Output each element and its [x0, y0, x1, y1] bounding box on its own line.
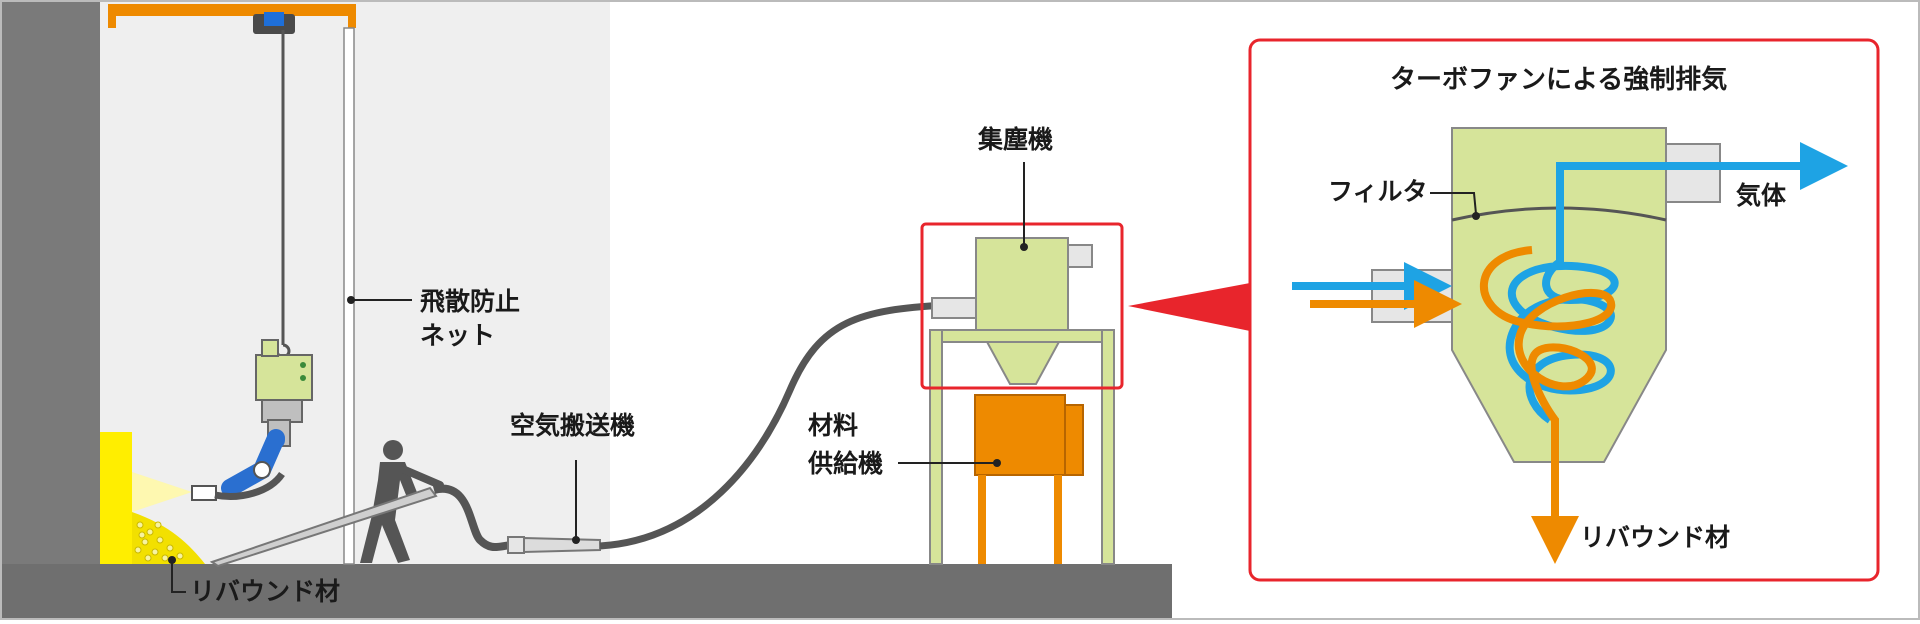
label-material-line1: 材料 — [808, 411, 859, 440]
yellow-panel — [100, 432, 132, 564]
tunnel-wall — [2, 2, 100, 618]
air-conveyor-unit — [507, 536, 601, 554]
leader-dot-net — [347, 296, 355, 304]
label-dust-collector: 集塵機 — [978, 125, 1054, 154]
collector-hose — [599, 301, 946, 550]
material-feeder-unit — [974, 394, 1084, 564]
label-net-line2: ネット — [420, 321, 496, 350]
label-rebound-left: リバウンド材 — [190, 577, 341, 606]
zoom-wedge — [1128, 283, 1250, 331]
leader-dot-air-conveyor — [572, 536, 580, 544]
lance-hose — [432, 484, 516, 551]
leader-dot-material-feeder — [993, 459, 1001, 467]
leader-dot-filter — [1472, 212, 1480, 220]
label-gas: 気体 — [1736, 181, 1787, 210]
leader-dot-rebound-left — [168, 556, 176, 564]
leader-rebound-left — [171, 562, 186, 593]
robot-hose — [214, 471, 285, 500]
material-flow-swirl — [1479, 246, 1616, 564]
label-air-conveyor: 空気搬送機 — [510, 411, 636, 440]
label-material-line2: 供給機 — [808, 449, 884, 478]
rebound-pile — [132, 512, 205, 564]
rebound-pile-dots — [134, 521, 184, 562]
leader-filter — [1430, 192, 1477, 215]
dust-collector-unit — [929, 237, 1115, 565]
worker-silhouette-icon — [360, 440, 444, 563]
spray-lance — [209, 486, 438, 568]
leader-dot-dust-collector — [1020, 243, 1028, 251]
label-rebound-right: リバウンド材 — [1580, 523, 1731, 552]
collector-highlight-frame — [920, 222, 1124, 390]
label-filter: フィルタ — [1328, 177, 1428, 206]
spray-cone — [132, 472, 192, 512]
label-net-line1: 飛散防止 — [420, 287, 521, 316]
label-detail-title: ターボファンによる強制排気 — [1390, 65, 1728, 95]
shotcrete-robot-icon — [191, 339, 313, 501]
tunnel-interior — [100, 2, 610, 565]
floor — [2, 564, 1172, 618]
overhead-crane-icon — [108, 4, 356, 34]
net-pole — [343, 27, 355, 565]
